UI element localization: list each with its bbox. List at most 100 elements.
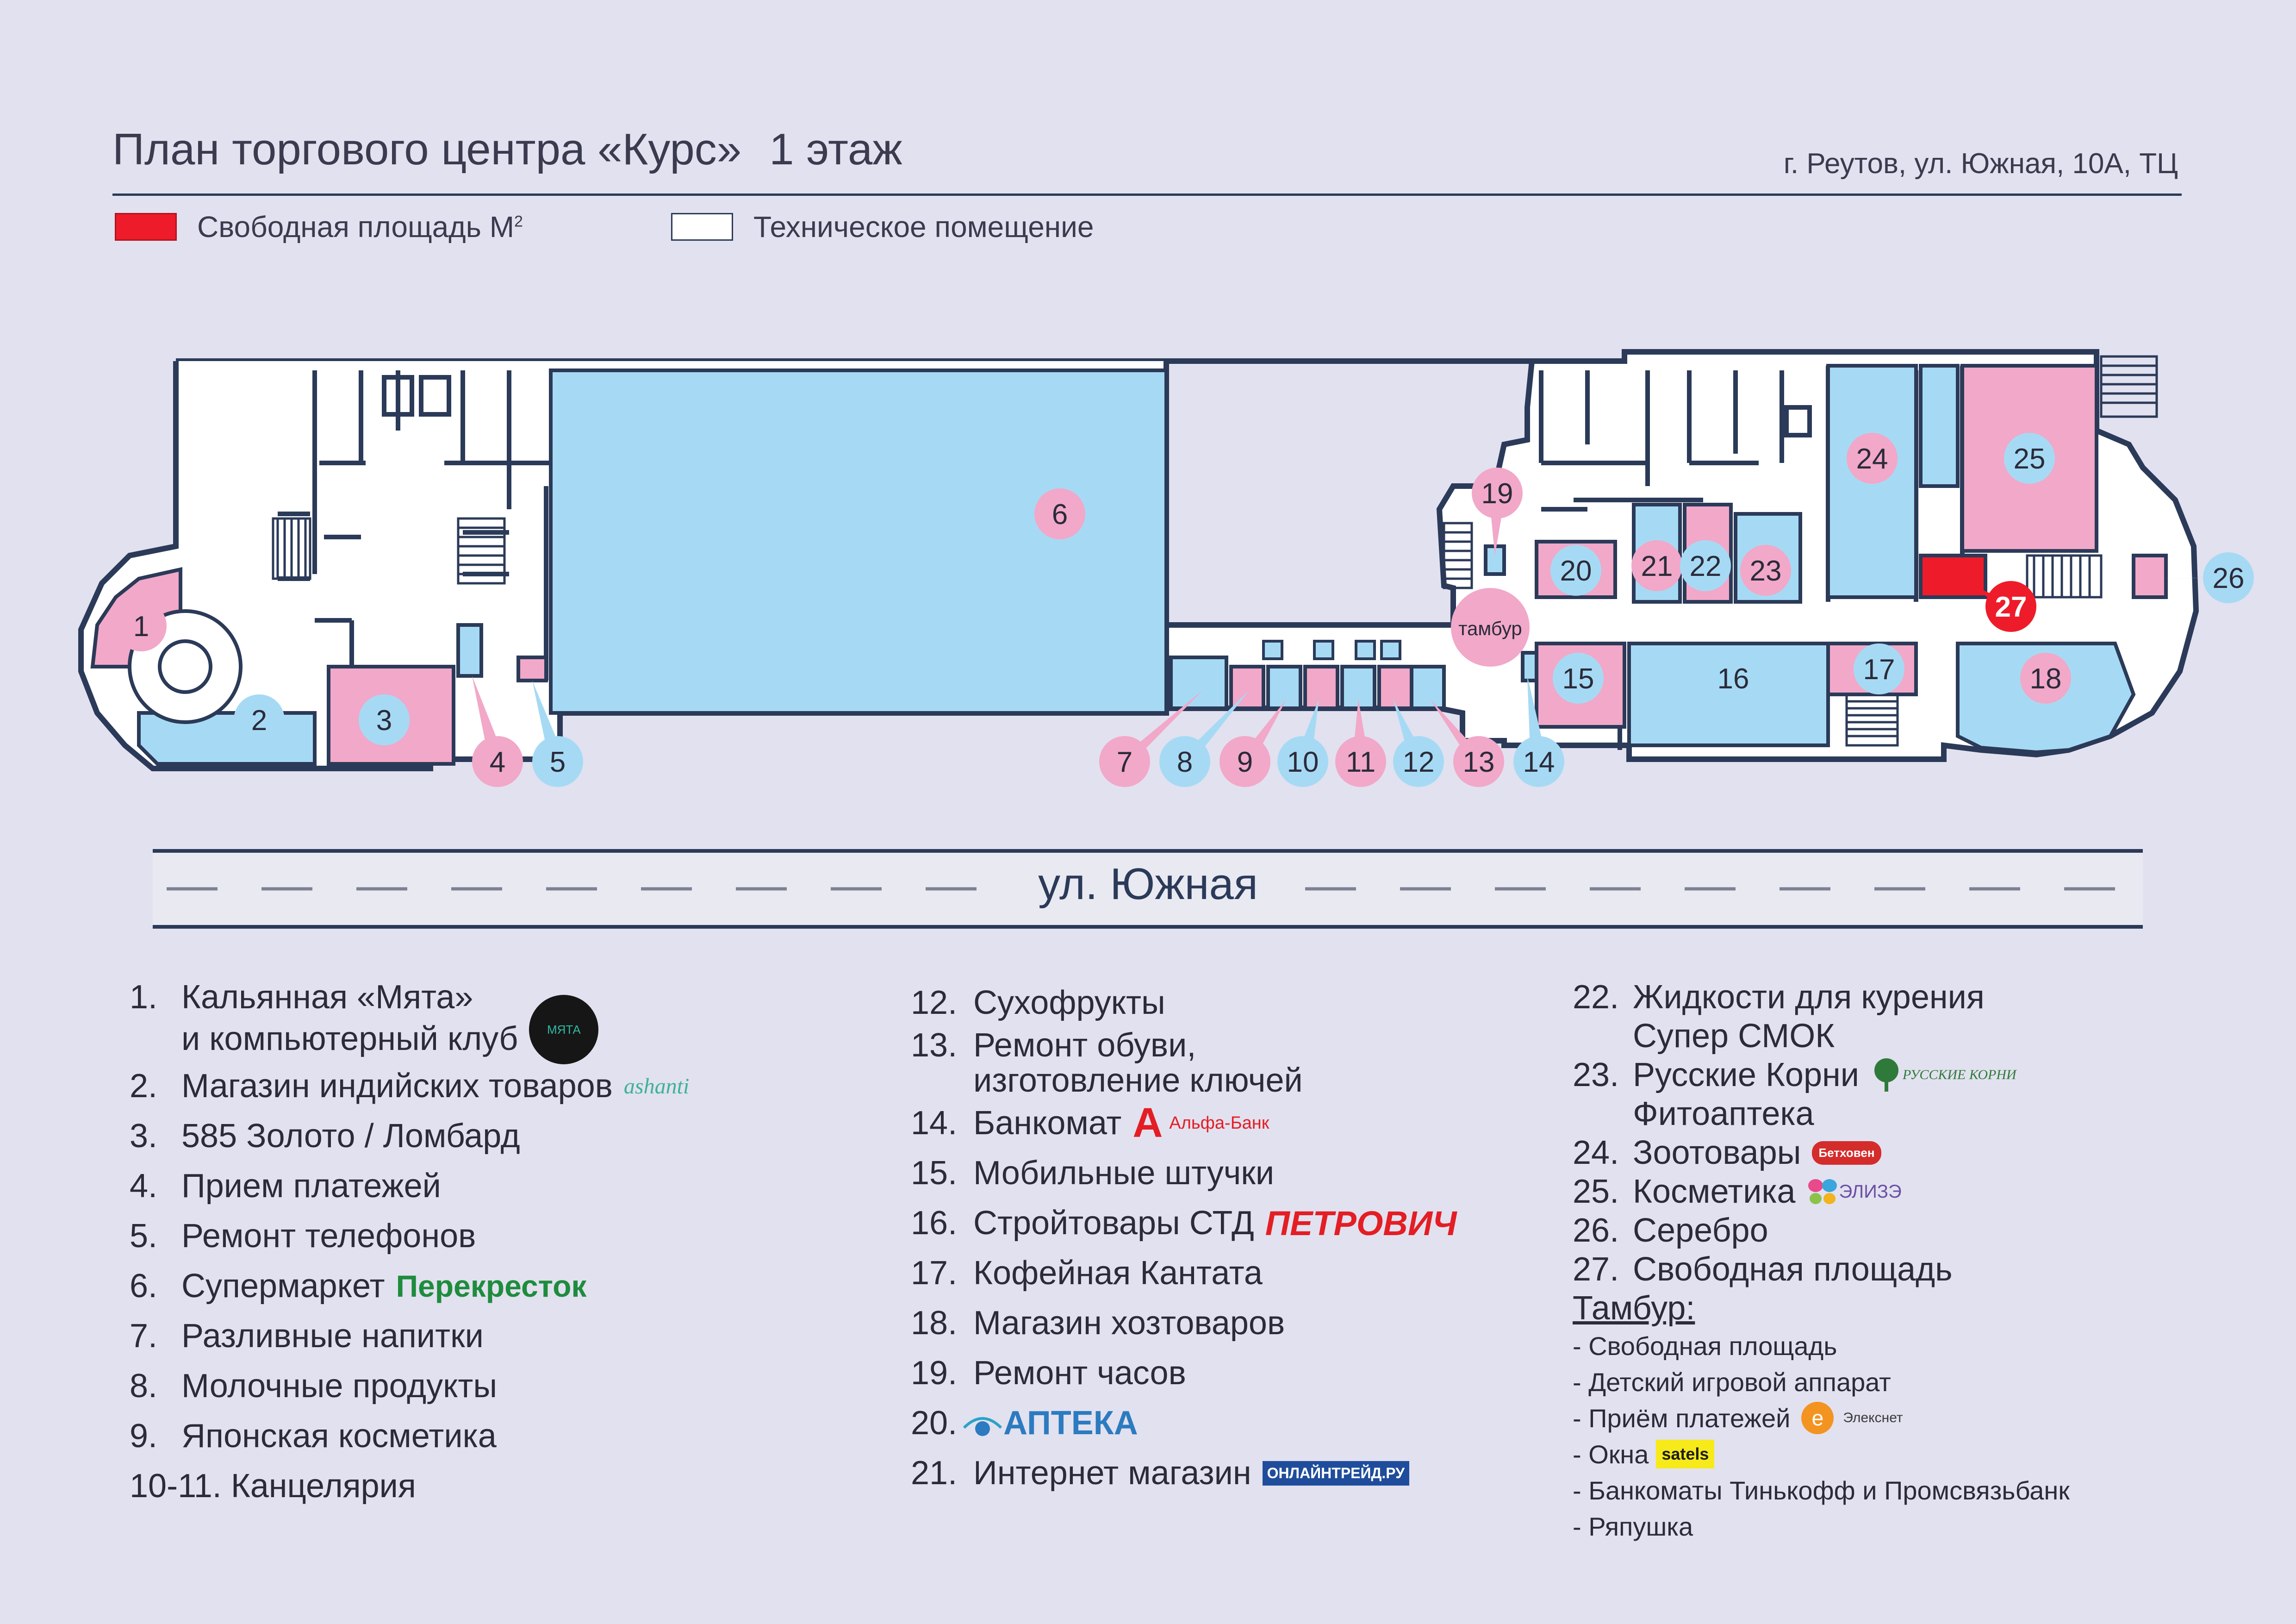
ashanti-logo: ashanti — [623, 1074, 690, 1099]
bethoven-logo: Бетховен — [1812, 1141, 1881, 1165]
tambour-heading: Тамбур: — [1573, 1290, 1695, 1327]
unit-callout-6: 6 — [1034, 488, 1085, 539]
unit-callout-5: 5 — [532, 681, 583, 787]
unit-16 — [1627, 642, 1830, 747]
list-item: 20. АПТЕКА — [911, 1404, 1138, 1442]
unit-callout-22: 22 — [1680, 540, 1731, 591]
perekrestok-logo: Перекресток — [396, 1269, 587, 1303]
callout-circle — [1034, 488, 1085, 539]
callout-circle — [1277, 736, 1328, 787]
callout-number: 17 — [1863, 654, 1895, 686]
stair-right-3 — [2100, 355, 2158, 418]
street-label: ул. Южная — [0, 859, 2296, 910]
unit-callout-24: 24 — [1847, 433, 1898, 484]
callout-circle — [1393, 736, 1444, 787]
list-item: 6.Супермаркет Перекресток — [130, 1268, 587, 1305]
list-item: 12.Сухофрукты — [911, 984, 1165, 1021]
callout-circle — [234, 694, 285, 745]
unit-13 — [1410, 665, 1446, 710]
callout-number: 14 — [1523, 746, 1555, 778]
tambour-item: - Ряпушка — [1573, 1512, 1693, 1541]
unit-5 — [516, 656, 548, 682]
callout-circle — [1985, 581, 2036, 632]
list-item: 22.Жидкости для курения — [1573, 979, 1985, 1016]
myata-logo: МЯТА — [529, 995, 599, 1064]
unit-callout-13: 13 — [1430, 699, 1504, 787]
unit-24b — [1919, 364, 1960, 488]
satels-logo: satels — [1656, 1440, 1715, 1468]
unit-callout-10: 10 — [1277, 699, 1328, 787]
tambour-item: - Окна satels — [1573, 1436, 2070, 1472]
callout-circle — [1335, 736, 1386, 787]
callout-circle — [1740, 545, 1791, 596]
list-item: 1.Кальянная «Мята» — [130, 979, 473, 1016]
unit-callout-9: 9 — [1220, 699, 1287, 787]
legend-free-area-label: Свободная площадь М2 — [197, 210, 523, 244]
unit-callout-20: 20 — [1550, 545, 1601, 596]
list-item: 3.585 Золото / Ломбард — [130, 1118, 520, 1155]
title-text: План торгового центра «Курс» — [112, 125, 742, 174]
callout-number: 16 — [1717, 663, 1749, 695]
unit-4 — [456, 623, 483, 678]
unit-callout-2: 2 — [234, 694, 285, 745]
callout-circle — [1472, 468, 1523, 518]
unit-callout-19: 19 — [1472, 468, 1523, 556]
callout-number: 13 — [1463, 746, 1495, 778]
onlinetrade-logo: ОНЛАЙНТРЕЙД.РУ — [1262, 1461, 1410, 1486]
callout-number: 3 — [376, 705, 392, 737]
callout-circle — [2004, 433, 2055, 484]
callout-circle — [1680, 540, 1731, 591]
elize-logo: ЭЛИЗЭ — [1806, 1175, 1902, 1208]
callout-number: 10 — [1287, 746, 1319, 778]
list-item: 21.Интернет магазин ОНЛАЙНТРЕЙД.РУ — [911, 1448, 1457, 1498]
butterfly-icon — [1808, 1179, 1837, 1204]
callout-circle — [1099, 736, 1150, 787]
list-item: 10-11.Канцелярия — [130, 1468, 416, 1505]
callout-number: 19 — [1481, 478, 1513, 510]
unit-callout-27: 27 — [1958, 579, 2036, 632]
unit-callout-12: 12 — [1393, 699, 1444, 787]
list-item: 13.Ремонт обуви, — [911, 1027, 1196, 1064]
unit-callout-18: 18 — [2020, 653, 2071, 704]
callout-number: 5 — [550, 746, 566, 778]
list-item: 9.Японская косметика — [130, 1418, 497, 1455]
unit-callout-14: 14 — [1513, 676, 1564, 787]
directory-col-2: 12.Сухофрукты 13.Ремонт обуви, изготовле… — [911, 978, 1457, 1498]
callout-number: 22 — [1690, 550, 1722, 582]
callout-number: 26 — [2213, 562, 2245, 594]
legend-free-area: Свободная площадь М2 — [115, 208, 523, 245]
callout-number: 25 — [2014, 443, 2046, 475]
russkie-korni-logo: РУССКИЕ КОРНИ — [1870, 1056, 2016, 1093]
callout-circle — [1708, 653, 1759, 704]
floor-label: 1 этаж — [769, 125, 902, 174]
apteka-logo: АПТЕКА — [962, 1404, 1138, 1442]
callout-number: 18 — [2030, 663, 2062, 695]
callout-circle — [2203, 552, 2254, 603]
unit-callout-15: 15 — [1553, 653, 1604, 704]
unit-callout-4: 4 — [472, 676, 523, 787]
callout-circle — [1159, 736, 1210, 787]
list-item: 2.Магазин индийских товаров ashanti — [130, 1068, 690, 1105]
stair-left-2 — [272, 517, 311, 580]
callout-number: 15 — [1562, 663, 1594, 695]
list-item-cont: и компьютерный клуб МЯТА — [130, 995, 689, 1064]
callout-number: 8 — [1177, 746, 1193, 778]
unit-6 — [549, 369, 1168, 715]
callout-number: 7 — [1117, 746, 1132, 778]
unit-8 — [1229, 665, 1265, 710]
list-item: 24.Зоотовары Бетховен — [1573, 1133, 2070, 1172]
tree-icon — [1874, 1058, 1898, 1092]
callout-circle — [1220, 736, 1270, 787]
unit-callout-26: 26 — [2152, 552, 2254, 603]
callout-number: 23 — [1750, 555, 1782, 587]
directory-col-3: 22.Жидкости для курения Супер СМОК 23.Ру… — [1573, 978, 2070, 1544]
list-item: 17.Кофейная Кантата — [911, 1255, 1263, 1292]
legend-tech-room-label: Техническое помещение — [753, 210, 1094, 244]
callout-number: 4 — [490, 746, 505, 778]
legend-tech-room: Техническое помещение — [671, 208, 1094, 245]
list-item: 25.Косметика ЭЛИЗЭ — [1573, 1173, 1902, 1210]
callout-circle — [2020, 653, 2071, 704]
free-area-swatch — [115, 213, 177, 241]
